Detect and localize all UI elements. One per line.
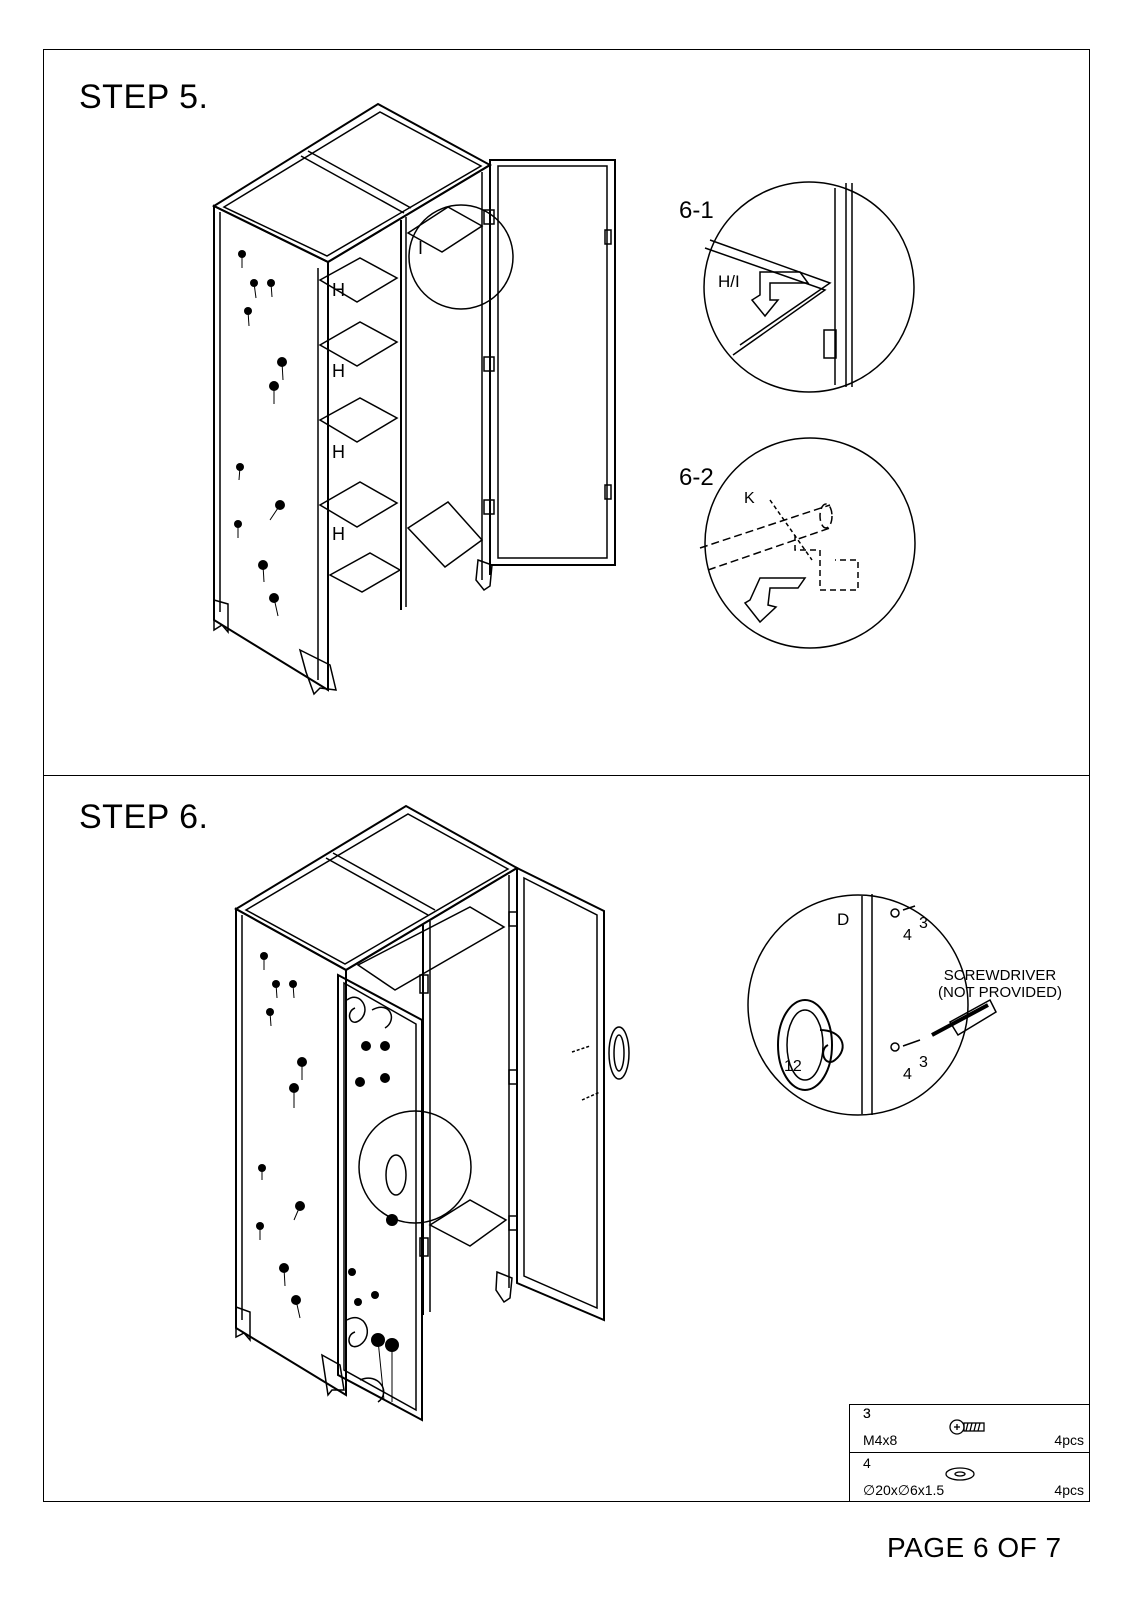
step5-title: STEP 5. (79, 78, 209, 116)
shelf-label-i: I (418, 238, 423, 258)
parts-table (849, 1404, 1090, 1502)
detail-num-4b: 4 (903, 1066, 912, 1083)
step6-panel: STEP 6. (43, 776, 1090, 1502)
tool-note-line1: SCREWDRIVER (944, 967, 1057, 984)
shelf-label-h3: H (332, 442, 345, 462)
shelf-label-h4: H (332, 524, 345, 544)
screw-icon (949, 1418, 989, 1439)
step5-panel: STEP 5. (43, 49, 1090, 776)
detail-num-4a: 4 (903, 927, 912, 944)
detail-6-1-callout: H/I (718, 272, 740, 291)
detail-6-1-label: 6-1 (679, 197, 714, 224)
tool-note-line2: (NOT PROVIDED) (938, 984, 1062, 1001)
detail-num-3a: 3 (919, 915, 928, 932)
parts-list: 3 M4x8 4pcs 4 ∅20x∅6x1.5 4pcs (849, 1404, 1090, 1502)
detail-6-2-label: 6-2 (679, 464, 714, 491)
page-number: PAGE 6 OF 7 (887, 1532, 1062, 1563)
washer-icon (943, 1466, 977, 1485)
part-number: 3 (863, 1405, 871, 1421)
detail-num-3b: 3 (919, 1054, 928, 1071)
step6-title: STEP 6. (79, 798, 209, 836)
part-4-spec: ∅20x∅6x1.5 (863, 1482, 945, 1498)
part-3-qty: 4pcs (1054, 1432, 1084, 1448)
parts-row: 3 M4x8 4pcs 4 ∅20x∅6x1.5 4pcs (849, 1404, 1090, 1502)
parts-row: 3 (849, 1404, 1090, 1428)
part-4-qty: 4pcs (1054, 1482, 1084, 1498)
shelf-label-h2: H (332, 361, 345, 381)
shelf-label-h1: H (332, 280, 345, 300)
detail-6-2-callout: K (744, 490, 755, 507)
parts-table-body: 3 (849, 1404, 1090, 1502)
detail-part-label-d: D (837, 910, 849, 929)
part-3-spec: M4x8 (863, 1432, 898, 1448)
detail-num-12: 12 (784, 1058, 802, 1075)
part-3-number: 3 (863, 1405, 871, 1421)
parts-divider (849, 1452, 1090, 1453)
part-4-number: 4 (863, 1455, 871, 1471)
